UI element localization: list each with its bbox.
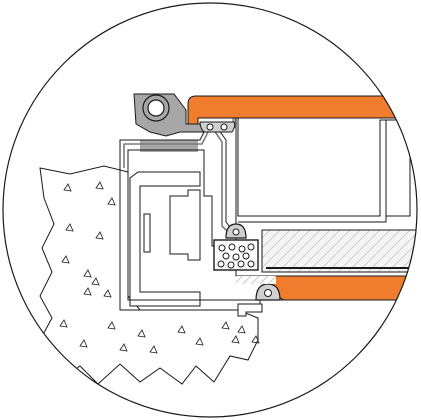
aggregate-triangle-icon (59, 181, 260, 354)
anchor-plate (169, 189, 201, 261)
door-leaf-inner-channel (380, 119, 411, 217)
gasket-seal-lower-icon (255, 283, 281, 301)
detail-circle (2, 2, 418, 418)
detail-content (39, 93, 417, 385)
frame-shadow-left (140, 140, 198, 152)
insulation-panel (261, 229, 417, 273)
gasket-seal-top-icon (199, 121, 236, 133)
gasket-seal-icon (225, 223, 247, 239)
sill-plate (237, 303, 263, 317)
intumescent-seal-pattern (217, 243, 255, 269)
anchor-slot (143, 213, 151, 253)
leaf-edge-hatch (236, 276, 276, 284)
anchor-bracket (129, 171, 201, 307)
door-leaf-top-skin (187, 95, 417, 125)
